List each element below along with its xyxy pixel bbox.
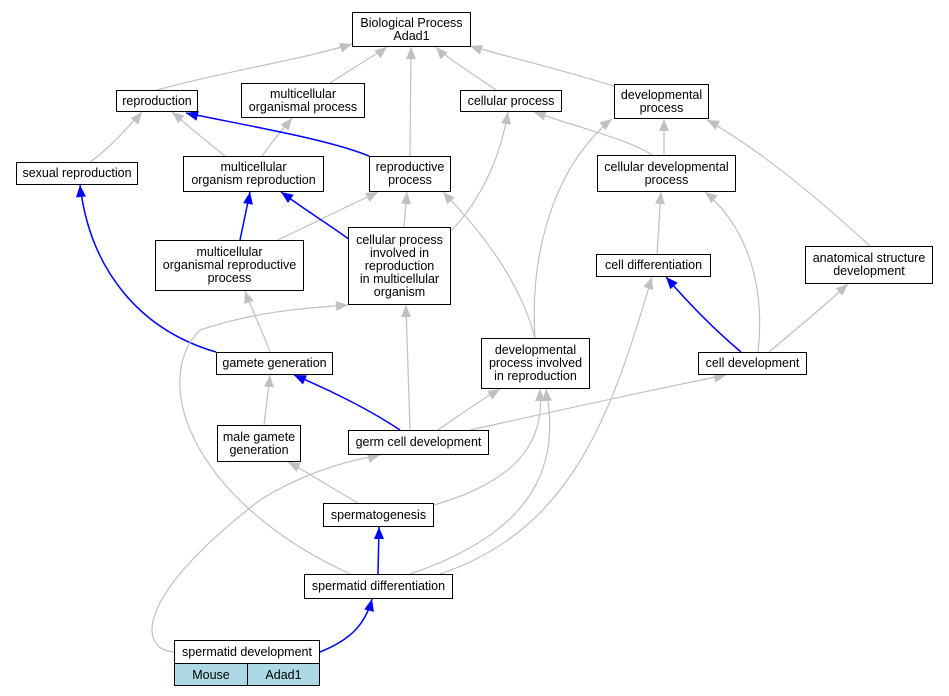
edge-reproductive-reproduction xyxy=(185,112,370,157)
edge-spdiff-cpir-arrowhead xyxy=(335,301,348,311)
edge-germ-cpir xyxy=(405,304,411,431)
edge-reproductive-bp-arrowhead xyxy=(406,47,416,59)
edge-dpir-developmental-arrowhead xyxy=(599,119,612,131)
node-biological-process[interactable]: Biological Process Adad1 xyxy=(352,12,471,47)
node-multicellular-organismal-process[interactable]: multicellular organismal process xyxy=(241,83,365,118)
node-cellular-process-involved-in-reproduction[interactable]: cellular process involved in reproductio… xyxy=(348,227,451,305)
edge-mop-bp-arrowhead xyxy=(374,47,387,59)
node-cellular-process[interactable]: cellular process xyxy=(460,90,562,112)
edge-spdev-germ-arrowhead xyxy=(367,453,380,463)
node-anatomical-structure-development[interactable]: anatomical structure development xyxy=(805,246,933,284)
edge-dpir-developmental xyxy=(533,118,613,339)
edge-reproductive-reproduction-arrowhead xyxy=(186,111,199,121)
node-spermatid-differentiation[interactable]: spermatid differentiation xyxy=(304,574,453,599)
edge-morp-reproductive-arrowhead xyxy=(365,192,378,202)
edge-cpir-mor xyxy=(280,191,351,241)
edge-spdiff-dpir-arrowhead xyxy=(542,389,552,402)
edge-germ-gamete-arrowhead xyxy=(294,375,307,385)
edge-sexual-reproduction-arrowhead xyxy=(130,112,142,125)
edge-spdev-germ xyxy=(151,454,381,653)
edge-gamete-sexual-arrowhead xyxy=(76,185,86,198)
edge-germ-gamete xyxy=(293,374,401,431)
edge-mor-reproduction-arrowhead xyxy=(172,112,185,124)
edge-celldev-asd-arrowhead xyxy=(835,284,848,296)
node-cellular-developmental-process[interactable]: cellular developmental process xyxy=(597,155,736,192)
edge-asd-developmental xyxy=(706,119,871,247)
edge-developmental-bp-arrowhead xyxy=(470,45,483,55)
node-germ-cell-development[interactable]: germ cell development xyxy=(348,430,489,455)
node-male-gamete-generation[interactable]: male gamete generation xyxy=(217,425,301,462)
node-sexual-reproduction[interactable]: sexual reproduction xyxy=(16,162,138,185)
edge-gamete-morp-arrowhead xyxy=(244,291,254,304)
edge-germ-celldev-arrowhead xyxy=(713,373,726,383)
node-developmental-process-involved-in-reproduction[interactable]: developmental process involved in reprod… xyxy=(481,338,590,389)
edge-spermatogenesis-male-arrowhead xyxy=(288,462,301,472)
edge-celldev-celldiff-arrowhead xyxy=(666,277,678,290)
edge-morp-mor-arrowhead xyxy=(243,192,253,205)
legend-species: Mouse xyxy=(174,663,248,686)
edge-cpir-mor-arrowhead xyxy=(281,192,294,203)
edge-spermatogenesis-dpir xyxy=(433,388,542,506)
edge-asd-developmental-arrowhead xyxy=(707,120,720,130)
edge-cpir-reproductive-arrowhead xyxy=(401,192,411,205)
edge-spermatogenesis-male xyxy=(287,461,359,504)
edge-developmental-bp xyxy=(469,45,621,89)
edge-spdiff-cpir xyxy=(179,304,351,575)
node-spermatogenesis[interactable]: spermatogenesis xyxy=(323,503,434,527)
edge-spdev-spdiff xyxy=(319,598,373,653)
node-multicellular-organism-reproduction[interactable]: multicellular organism reproduction xyxy=(183,156,324,192)
node-developmental-process[interactable]: developmental process xyxy=(614,84,709,119)
edge-spermatogenesis-dpir-arrowhead xyxy=(535,389,545,401)
edge-spdiff-dpir xyxy=(409,388,551,575)
edge-mor-mop-arrowhead xyxy=(280,118,292,131)
edge-cellular-bp-arrowhead xyxy=(436,47,448,60)
edge-reproduction-bp-arrowhead xyxy=(339,43,352,53)
edge-spdev-spdiff-arrowhead xyxy=(364,599,374,612)
edge-cpir-cellular-arrowhead xyxy=(501,112,511,125)
node-spermatid-development[interactable]: spermatid development xyxy=(174,640,320,664)
edge-cdp-cellular xyxy=(533,111,653,156)
edge-germ-dpir-arrowhead xyxy=(487,389,500,400)
edge-cdp-cellular-arrowhead xyxy=(534,111,547,121)
edge-germ-cpir-arrowhead xyxy=(401,305,411,317)
legend-gene: Adad1 xyxy=(247,663,320,686)
edge-spdiff-celldiff xyxy=(439,276,653,575)
edge-celldiff-cdp-arrowhead xyxy=(655,192,665,205)
edge-male-gamete-arrowhead xyxy=(264,375,274,388)
edge-cpir-cellular xyxy=(451,111,509,231)
node-cell-differentiation[interactable]: cell differentiation xyxy=(596,254,711,277)
edge-germ-celldev xyxy=(469,374,727,431)
edge-spdiff-spermatogenesis-arrowhead xyxy=(374,527,384,539)
node-gamete-generation[interactable]: gamete generation xyxy=(216,352,333,375)
edge-spdiff-celldiff-arrowhead xyxy=(643,277,653,290)
edge-celldev-asd xyxy=(768,283,849,353)
edge-reproductive-bp xyxy=(409,46,412,157)
edge-dpir-reproductive-arrowhead xyxy=(443,192,455,205)
node-multicellular-organismal-reproductive-process[interactable]: multicellular organismal reproductive pr… xyxy=(155,240,304,291)
node-reproduction[interactable]: reproduction xyxy=(116,90,198,112)
node-cell-development[interactable]: cell development xyxy=(698,352,807,375)
node-reproductive-process[interactable]: reproductive process xyxy=(369,156,451,192)
edge-cdp-developmental-arrowhead xyxy=(659,119,669,131)
edge-gamete-sexual xyxy=(79,184,217,353)
edge-celldev-cdp xyxy=(704,191,761,353)
edge-celldev-celldiff xyxy=(665,276,742,353)
edge-reproduction-bp xyxy=(156,43,353,91)
edge-celldev-cdp-arrowhead xyxy=(705,192,718,204)
edge-dpir-reproductive xyxy=(442,191,536,339)
